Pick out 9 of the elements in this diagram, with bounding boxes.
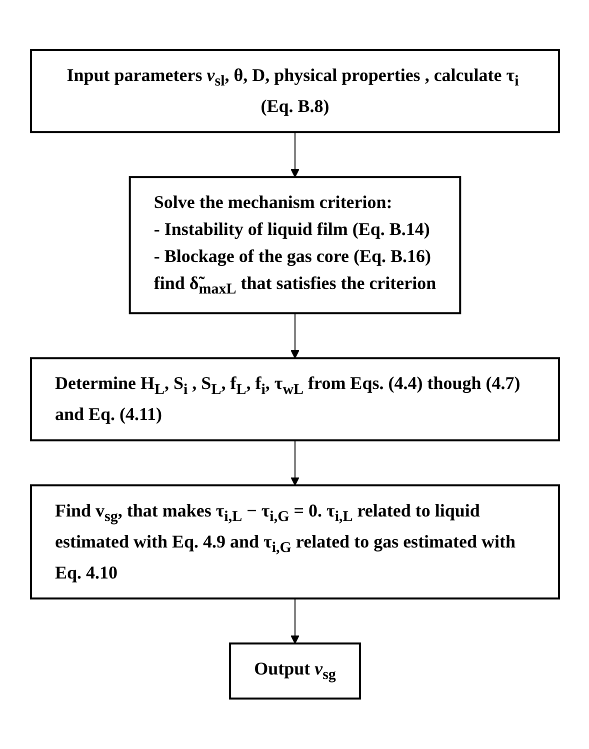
arrow (290, 440, 299, 486)
arrow (290, 598, 299, 644)
node-box: Solve the mechanism criterion: - Instability of liquid film (Eq. B.14) - Blockage of the gas core (Eq. B.16) find δ̃$_{maxL}$ that satisfies the criterion (128, 176, 461, 314)
node-box: Determine H$_{L}$, S$_{i}$ , S$_{L}$, f$_{L}$, f$_{i}$, τ$_{wL}$ from Eqs. (4.4) though (4.7) and Eq. (4.11) (30, 357, 560, 442)
node-box: Input parameters v$_{sl}$, θ, D, physical properties , calculate τ$_{i}$ (Eq. B.8) (30, 49, 560, 134)
arrow (290, 312, 299, 359)
node-box: Find v$_{sg}$, that makes τ$_{i,L}$ − τ$_{i,G}$ = 0. τ$_{i,L}$ related to liquid estimated with Eq. 4.9 and τ$_{i,G}$ related to gas estimated with Eq. 4.10 (30, 484, 560, 600)
arrow (290, 132, 299, 178)
node-box: Output v$_{sg}$ (228, 642, 360, 700)
